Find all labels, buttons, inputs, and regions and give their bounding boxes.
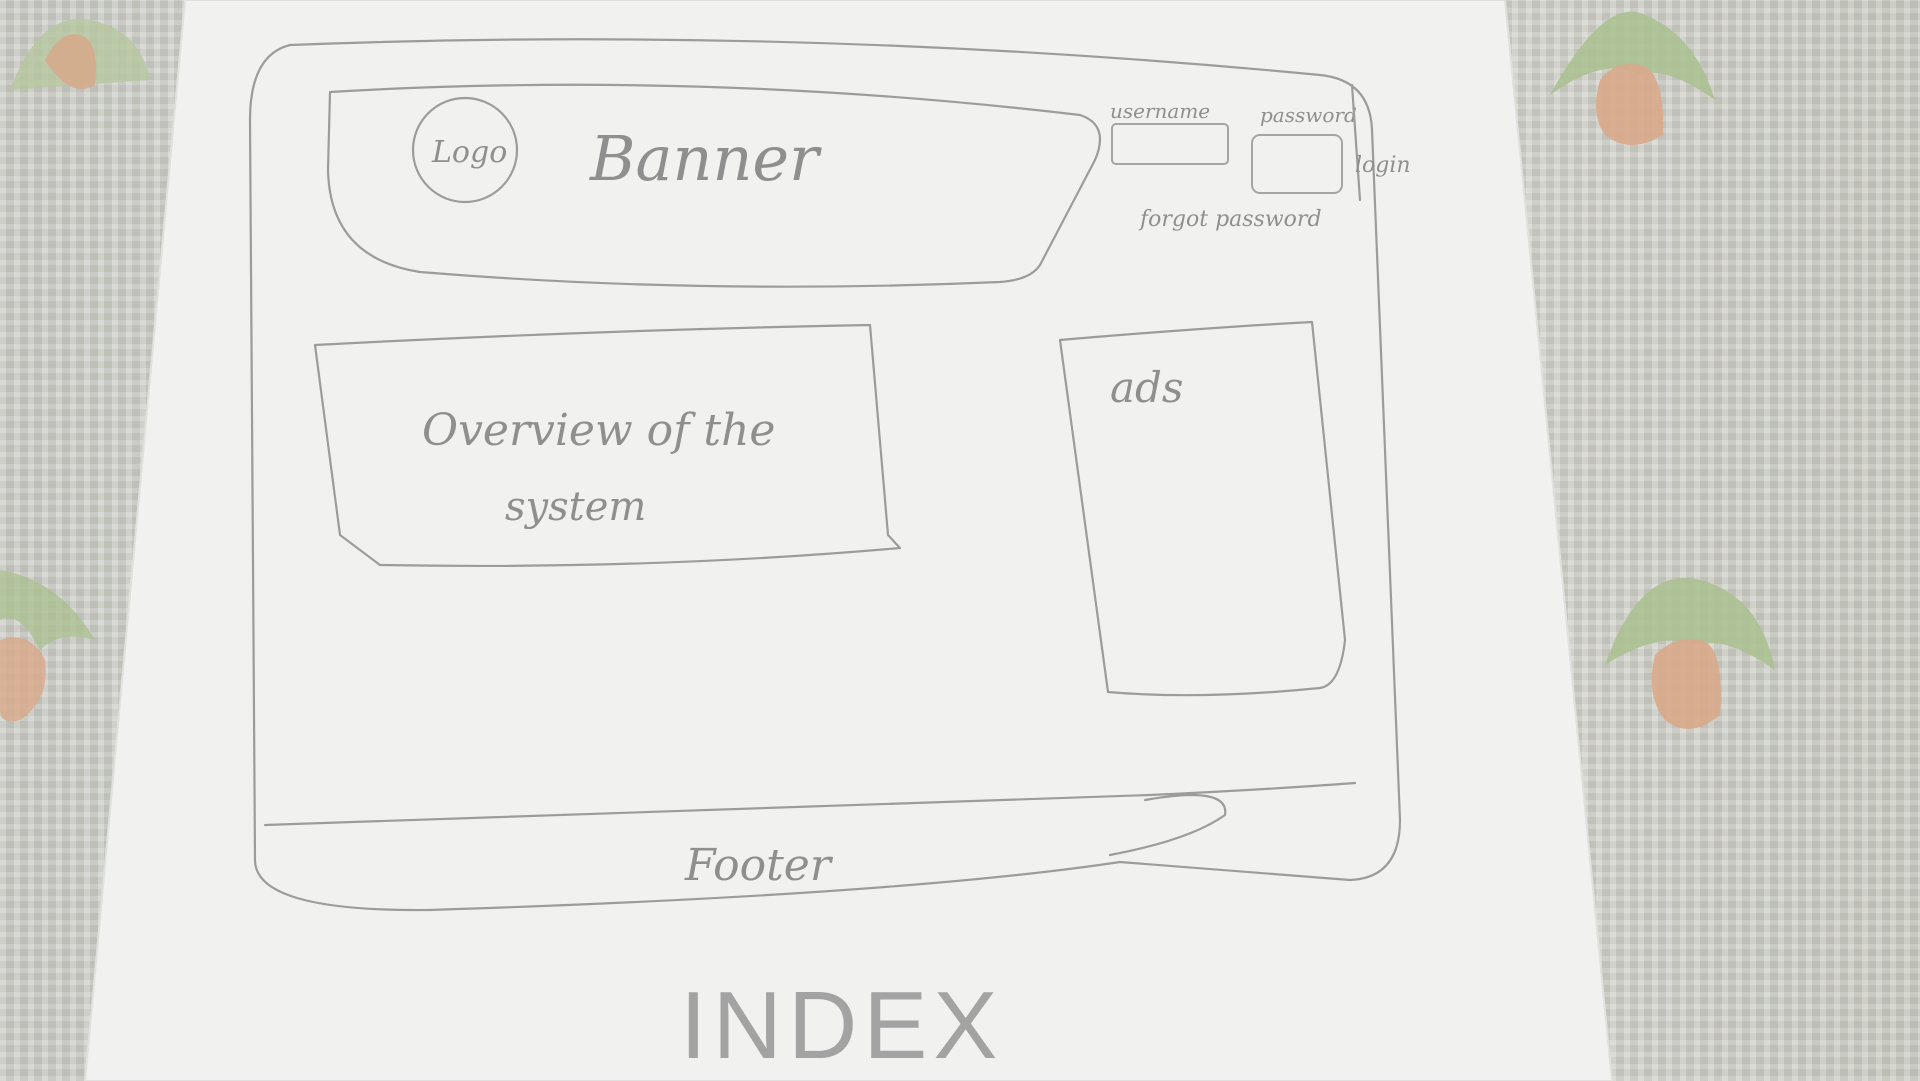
- banner-label: Banner: [589, 122, 822, 195]
- logo-label: Logo: [431, 135, 507, 170]
- login-divider: [1350, 83, 1362, 202]
- username-input[interactable]: [1111, 123, 1229, 165]
- ads-label: ads: [1110, 363, 1183, 412]
- overview-text-line1: Overview of the: [422, 405, 775, 456]
- page-caption: INDEX: [680, 972, 1003, 1079]
- flower-decoration-left: [0, 570, 95, 722]
- flower-decoration-top-left: [10, 18, 150, 90]
- overview-box: [313, 323, 902, 568]
- footer-label: Footer: [684, 840, 834, 891]
- page-frame: [248, 38, 1402, 912]
- password-label: password: [1260, 103, 1357, 127]
- flower-decoration-top-right: [1550, 11, 1715, 145]
- ads-box: [1058, 320, 1347, 697]
- flower-decoration-right: [1605, 578, 1775, 729]
- username-label: username: [1110, 99, 1210, 123]
- password-input[interactable]: [1251, 134, 1343, 194]
- logo-circle: [411, 96, 519, 204]
- footer-divider: [263, 781, 1357, 857]
- login-link[interactable]: login: [1355, 153, 1411, 178]
- forgot-password-link[interactable]: forgot password: [1138, 207, 1322, 232]
- overview-text-line2: system: [505, 484, 646, 530]
- paper-surface: [85, 0, 1612, 1081]
- banner-box: [326, 83, 1102, 288]
